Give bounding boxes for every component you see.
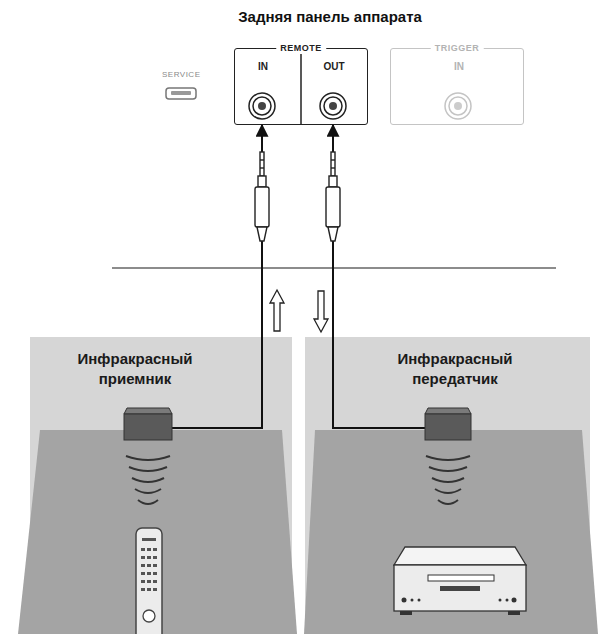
cd-player xyxy=(394,547,526,615)
ir-wave xyxy=(126,456,170,460)
device-label: Инфракрасный приемник xyxy=(60,349,210,389)
remote-button xyxy=(141,556,145,559)
ir-wave xyxy=(426,456,470,460)
diagram-title: Задняя панель аппарата xyxy=(238,8,422,25)
remote-control xyxy=(136,528,162,634)
remote-button xyxy=(153,556,157,559)
jack-label: IN xyxy=(238,61,288,73)
remote-button xyxy=(153,588,157,591)
remote-button xyxy=(141,564,145,567)
ir-wave xyxy=(135,489,161,493)
ir-waves xyxy=(126,456,470,504)
ir-wave xyxy=(429,467,467,471)
usb-port xyxy=(166,88,196,99)
remote-button xyxy=(141,572,145,575)
jack xyxy=(445,93,471,119)
remote-button xyxy=(153,572,157,575)
signal-arrow xyxy=(314,291,328,332)
remote-button xyxy=(153,548,157,551)
ir-wave xyxy=(435,489,461,493)
panel-heading: TRIGGER xyxy=(431,42,484,54)
signal-arrow xyxy=(270,290,284,331)
connector-panel: TRIGGERIN xyxy=(390,48,524,125)
ir-wave xyxy=(132,478,164,482)
port-label: SERVICE xyxy=(162,70,200,79)
signal-cable xyxy=(332,125,334,337)
remote-button xyxy=(147,580,151,583)
remote-button xyxy=(147,564,151,567)
jack-label: IN xyxy=(434,61,484,73)
remote-button xyxy=(147,556,151,559)
floor xyxy=(304,430,598,634)
ir-transmitter xyxy=(425,408,471,440)
panel-heading: REMOTE xyxy=(276,42,326,54)
ir-wave xyxy=(138,500,158,504)
remote-button xyxy=(141,588,145,591)
jack-label: OUT xyxy=(309,61,359,73)
remote-button xyxy=(147,548,151,551)
connector-panel: REMOTEINOUT xyxy=(234,48,368,125)
ir-wave xyxy=(129,467,167,471)
device-label: Инфракрасный передатчик xyxy=(380,349,530,389)
jack xyxy=(249,93,275,119)
signal-cable xyxy=(261,125,263,337)
jack-plug xyxy=(255,152,269,241)
remote-button xyxy=(141,580,145,583)
jack xyxy=(320,93,346,119)
wall-line xyxy=(112,267,556,269)
remote-button xyxy=(147,588,151,591)
room-panel: Инфракрасный передатчик xyxy=(305,337,590,634)
room-panel: Инфракрасный приемник xyxy=(30,337,292,634)
ir-wave xyxy=(438,500,458,504)
cable xyxy=(172,337,262,428)
floor xyxy=(18,430,297,634)
remote-button xyxy=(147,572,151,575)
ir-wave xyxy=(432,478,464,482)
remote-button xyxy=(153,564,157,567)
panel-divider xyxy=(300,49,302,124)
cable xyxy=(333,337,425,428)
ir-receiver xyxy=(124,408,172,440)
jack-plug xyxy=(326,152,340,241)
remote-button xyxy=(153,580,157,583)
remote-button xyxy=(141,548,145,551)
